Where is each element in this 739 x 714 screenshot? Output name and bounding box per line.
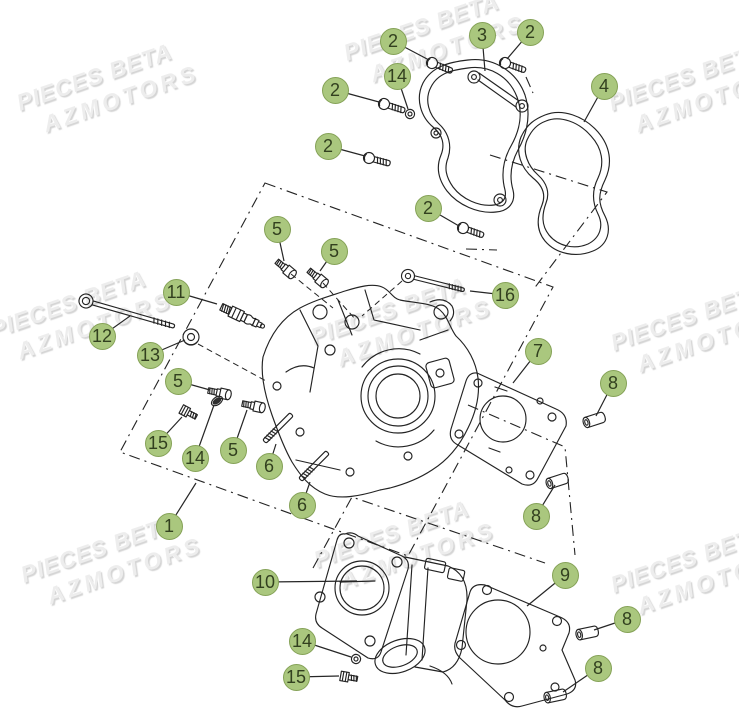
install-direction-leaders <box>197 273 403 383</box>
assembly-boundary-boxes <box>119 76 608 569</box>
callout-5[interactable]: 5 <box>263 215 291 243</box>
callout-11[interactable]: 11 <box>162 278 190 306</box>
cylinder-drawing <box>314 532 468 685</box>
callout-10[interactable]: 10 <box>251 568 279 596</box>
callout-2[interactable]: 2 <box>314 132 342 160</box>
callout-6[interactable]: 6 <box>255 452 283 480</box>
callout-13[interactable]: 13 <box>136 341 164 369</box>
callout-8[interactable]: 8 <box>613 605 641 633</box>
callout-7[interactable]: 7 <box>524 337 552 365</box>
callout-5[interactable]: 5 <box>320 237 348 265</box>
callout-15[interactable]: 15 <box>282 663 310 691</box>
callout-14[interactable]: 14 <box>181 444 209 472</box>
leader-line <box>264 580 358 583</box>
callout-1[interactable]: 1 <box>155 512 183 540</box>
callout-2[interactable]: 2 <box>321 76 349 104</box>
callout-8[interactable]: 8 <box>584 654 612 682</box>
callout-16[interactable]: 16 <box>491 281 519 309</box>
callout-4[interactable]: 4 <box>590 72 618 100</box>
callout-12[interactable]: 12 <box>88 322 116 350</box>
callout-15[interactable]: 15 <box>144 429 172 457</box>
callout-3[interactable]: 3 <box>468 21 496 49</box>
valve-cover-drawing <box>418 59 529 213</box>
callout-5[interactable]: 5 <box>164 367 192 395</box>
callout-6[interactable]: 6 <box>288 491 316 519</box>
cylinder-head-drawing <box>261 284 480 498</box>
callout-14[interactable]: 14 <box>383 62 411 90</box>
washer-drawing <box>210 395 224 407</box>
sealing-washer-drawing <box>182 328 200 346</box>
base-gasket-drawing <box>454 584 577 708</box>
callout-8[interactable]: 8 <box>599 369 627 397</box>
callout-2[interactable]: 2 <box>379 27 407 55</box>
callout-2[interactable]: 2 <box>516 18 544 46</box>
head-gasket-drawing <box>449 372 567 486</box>
spark-plug-drawing <box>219 303 266 329</box>
callout-9[interactable]: 9 <box>551 561 579 589</box>
callout-5[interactable]: 5 <box>219 436 247 464</box>
long-bolt-drawing <box>78 293 176 329</box>
callout-2[interactable]: 2 <box>414 194 442 222</box>
stud-bolt-drawing <box>400 268 465 293</box>
callout-8[interactable]: 8 <box>522 502 550 530</box>
valve-cover-gasket-drawing <box>518 111 611 255</box>
callout-14[interactable]: 14 <box>288 627 316 655</box>
